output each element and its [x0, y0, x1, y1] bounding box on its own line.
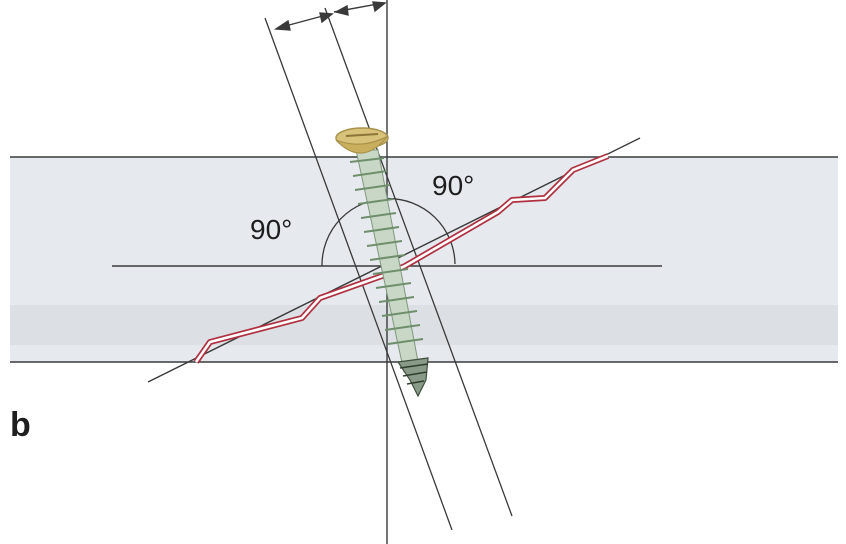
double-arrow-icon	[273, 1, 387, 31]
angle-limit-line-right	[324, 7, 513, 517]
screw-icon	[335, 127, 429, 398]
panel-letter: b	[10, 406, 31, 444]
angle-label-left: 90°	[250, 214, 293, 245]
angle-limit-line-left	[264, 17, 453, 531]
fracture-line	[193, 153, 610, 364]
bone-band-lower-shade	[10, 305, 838, 345]
angle-label-right: 90°	[432, 170, 475, 201]
